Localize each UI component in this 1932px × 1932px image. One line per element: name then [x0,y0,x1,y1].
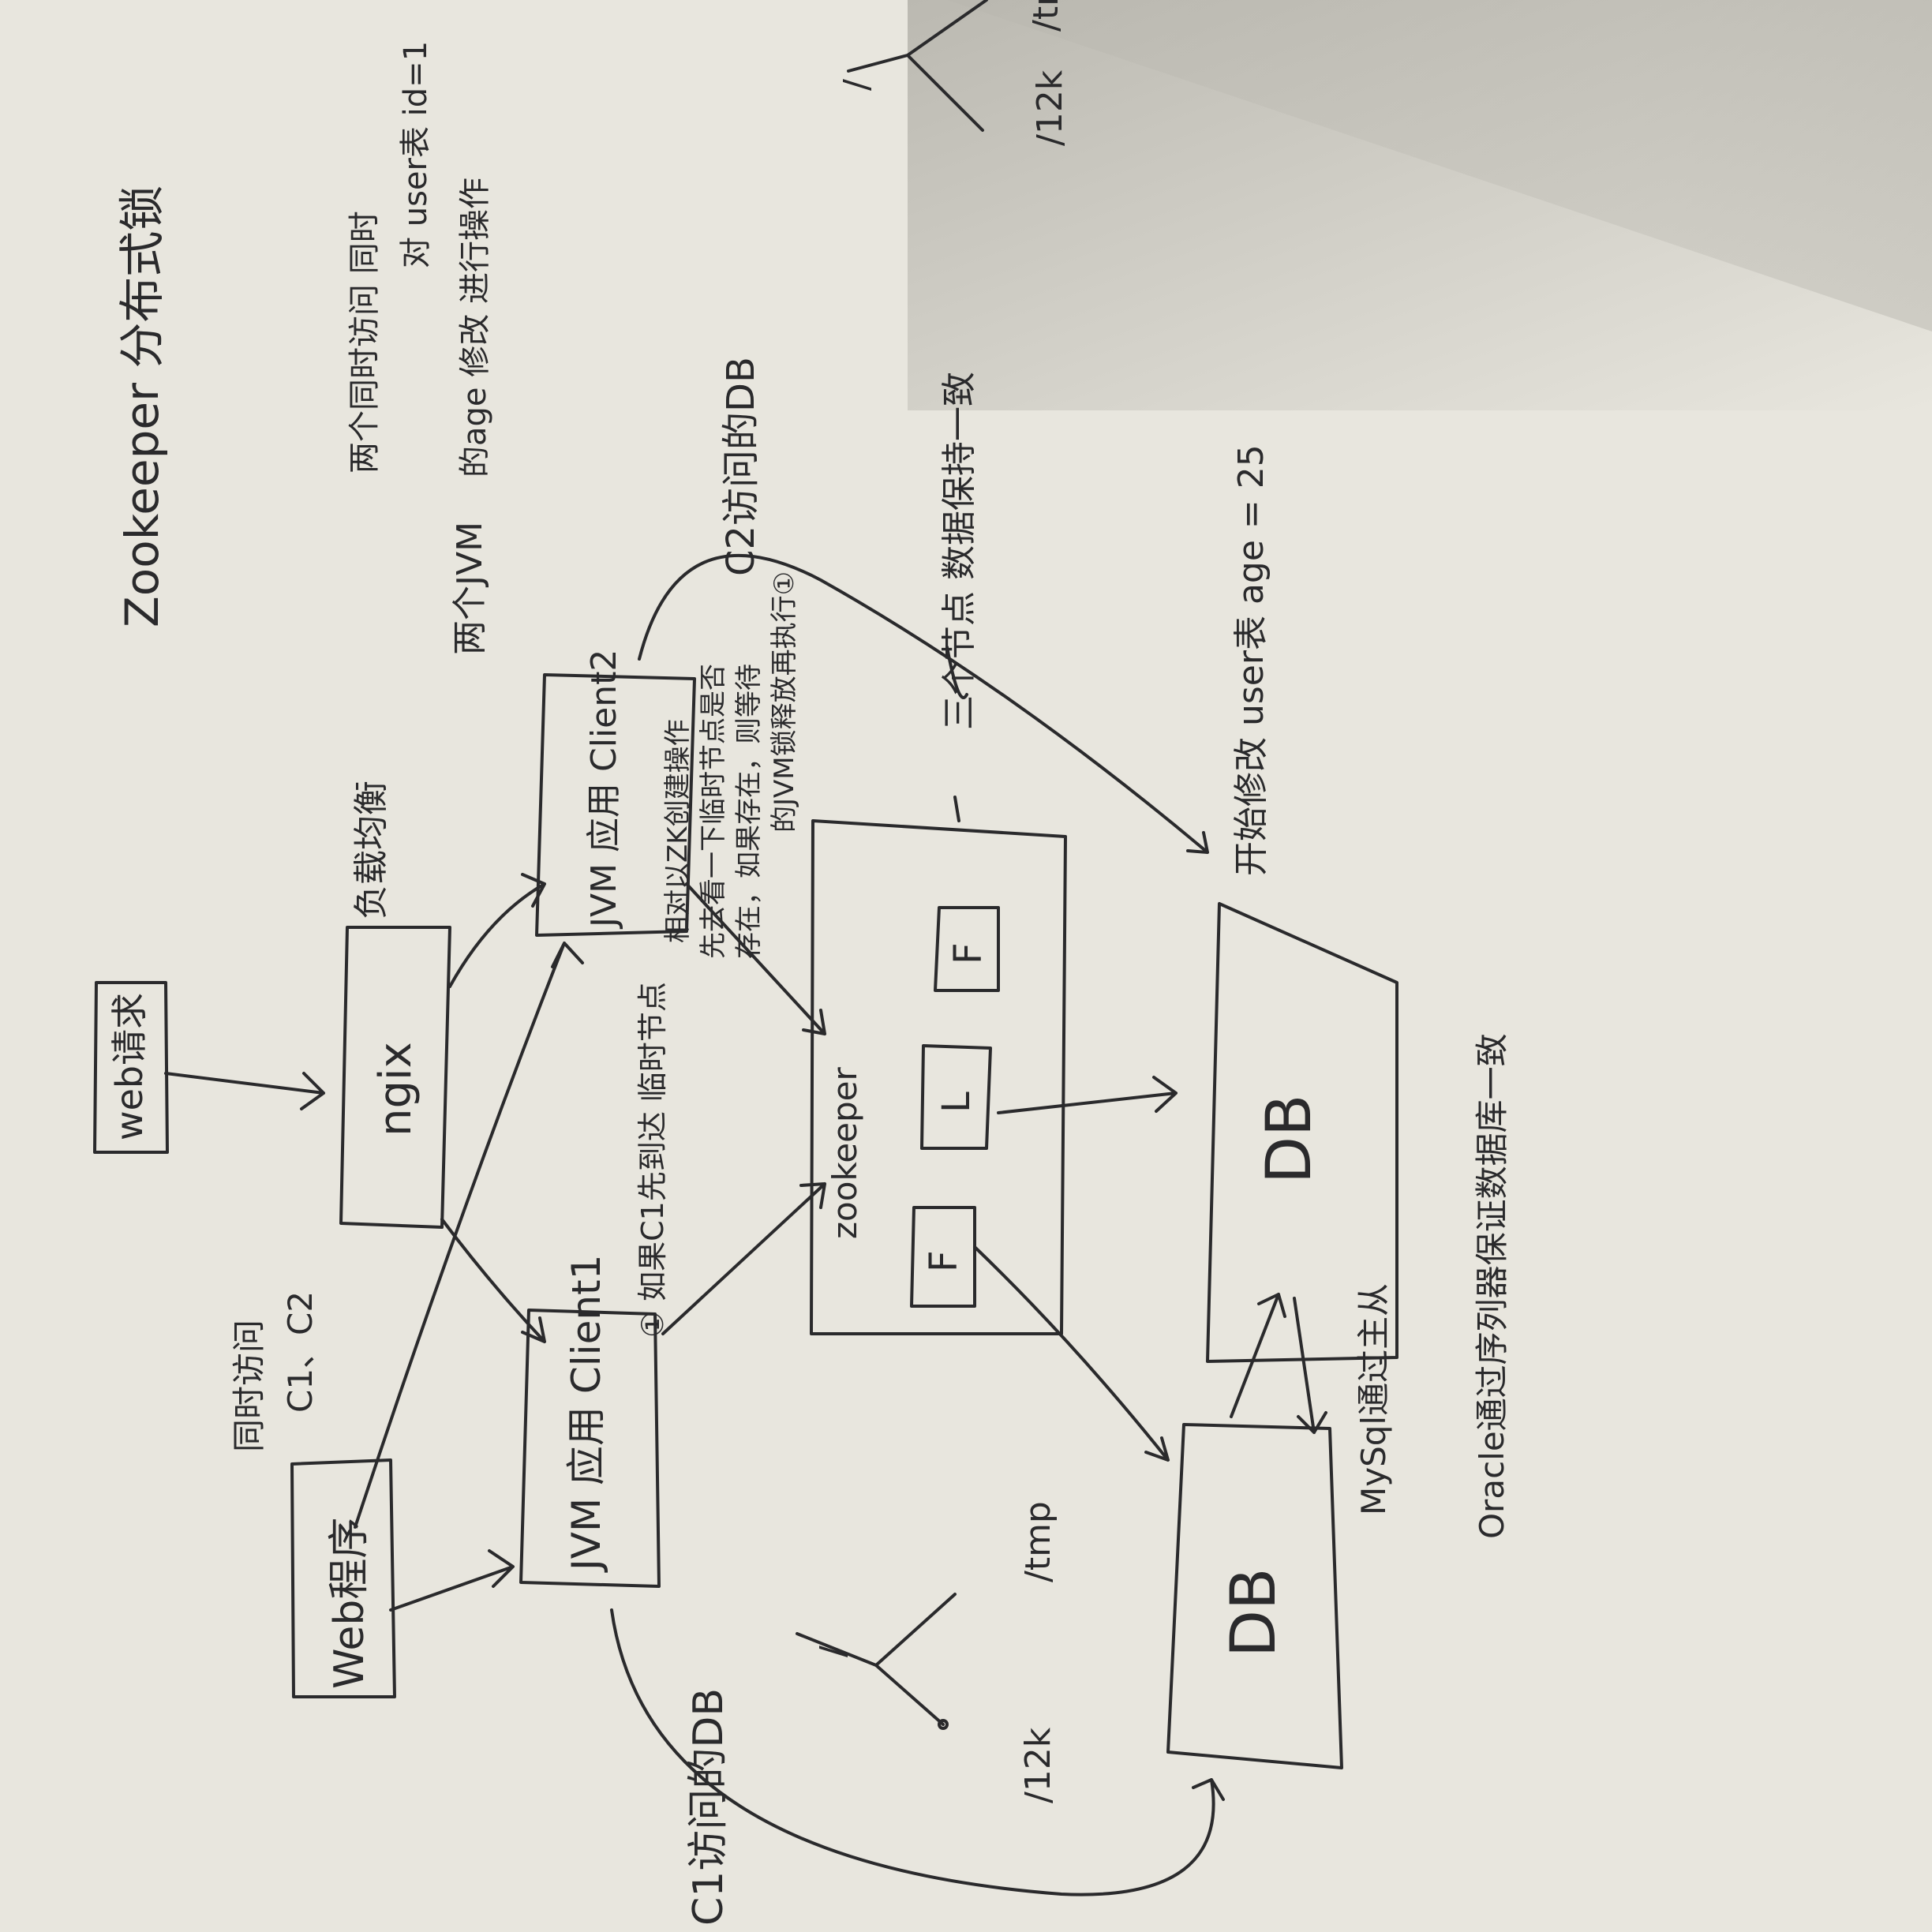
znode-3-label: F [946,942,990,964]
arrow-db-sync-2 [1293,1297,1327,1434]
znode-2-label: L [934,1091,979,1113]
title-label: Zookeeper 分布式锁 [115,185,169,627]
jvm-client2-label: JVM 应用 Client2 [584,650,624,930]
arrow-client2-zk [685,882,826,1035]
modify-user-label: 开始修改 user表 age = 25 [1231,444,1271,876]
arrow-db-sync-1 [1230,1293,1286,1418]
web-request-label: web请求 [108,993,151,1140]
tree-dot [938,1719,949,1730]
tree-tmp-2-label: /tm [1026,0,1066,32]
web-program-label: Web程序 [326,1518,373,1689]
zookeeper-label: zookeeper [826,1067,864,1239]
web-note-line2: C1、C2 [281,1291,320,1413]
tree-root-1-label: / [813,1646,853,1657]
arrow-client1-zk [661,1182,826,1335]
jvm-client1-box [519,1309,661,1588]
c1-flow-label: ① 如果C1先到达 临时节点 [635,982,670,1338]
tree-tmp-1-label: /tmp [1018,1501,1058,1582]
znode-2-box [920,1044,992,1150]
oracle-sync-label: Oracle通过序列器保证数据库一致 [1473,1033,1511,1539]
znode-1-box [910,1206,976,1308]
arrow-nginx-client2 [448,873,546,988]
arrow-zk-dbright [997,1076,1178,1114]
tree-sketch-2 [847,0,988,132]
mysql-sync-label: MySql通过主从 [1354,1283,1393,1515]
jvm-client2-box [535,673,696,937]
same-time-label: 两个同时访问 同时 [346,211,383,474]
jvm-client1-label: JVM 应用 Client1 [564,1255,609,1573]
nginx-box [339,926,451,1229]
znode-1-label: F [922,1250,966,1272]
arrow-request-nginx [164,1072,325,1110]
c1-access-db-label: C1访问的DB [685,1688,732,1926]
update-age-label: 的age 修改 进行操作 [457,178,493,477]
web-program-box [290,1458,396,1698]
arrow-c1-db-curve [610,1608,1225,1896]
tree-root-2-label: / [837,79,877,91]
web-note-line1: 同时访问 [230,1320,268,1452]
arrow-nginx-client1 [440,1218,546,1343]
arrow-zk-dbleft [973,1245,1170,1462]
db-right-label: DB [1254,1094,1325,1184]
c2-flow-line2: 先去看一下临时节点是否 [698,664,729,959]
zookeeper-box [810,819,1067,1335]
c2-flow-line3: 存在，如果存在，则等待 [733,664,765,959]
db-left-label: DB [1219,1567,1290,1657]
three-nodes-label: 三个节点 数据保持一致 [939,372,979,730]
arrow-web-client2 [354,942,584,1529]
c2-flow-line4: 的JVM锁释放再执行① [769,571,800,833]
tree-12k-2-label: /12k [1030,69,1070,146]
db-left-box [1166,1423,1343,1769]
arrow-web-client1 [389,1549,515,1612]
tree-sketch-1 [796,1593,957,1726]
znode-3-box [934,906,1000,992]
tree-12k-1-label: /12k [1018,1727,1058,1803]
c2-access-db-label: C2访问的DB [719,357,763,576]
load-balance-label: 负载均衡 [351,781,391,919]
arrow-c2-db-curve [638,553,1209,854]
paper-shadow [908,0,1932,410]
web-request-box [93,981,169,1154]
nginx-label: ngix [370,1042,421,1136]
diagram-ink [93,0,1398,1896]
update-user-label: 对 user表 id=1 [398,41,434,268]
db-right-box [1206,902,1398,1363]
two-jvm-label: 两个JVM [450,522,490,655]
c2-flow-line1: 相对以ZK创建操作 [662,719,694,943]
arrow-modify-curve [945,646,968,822]
